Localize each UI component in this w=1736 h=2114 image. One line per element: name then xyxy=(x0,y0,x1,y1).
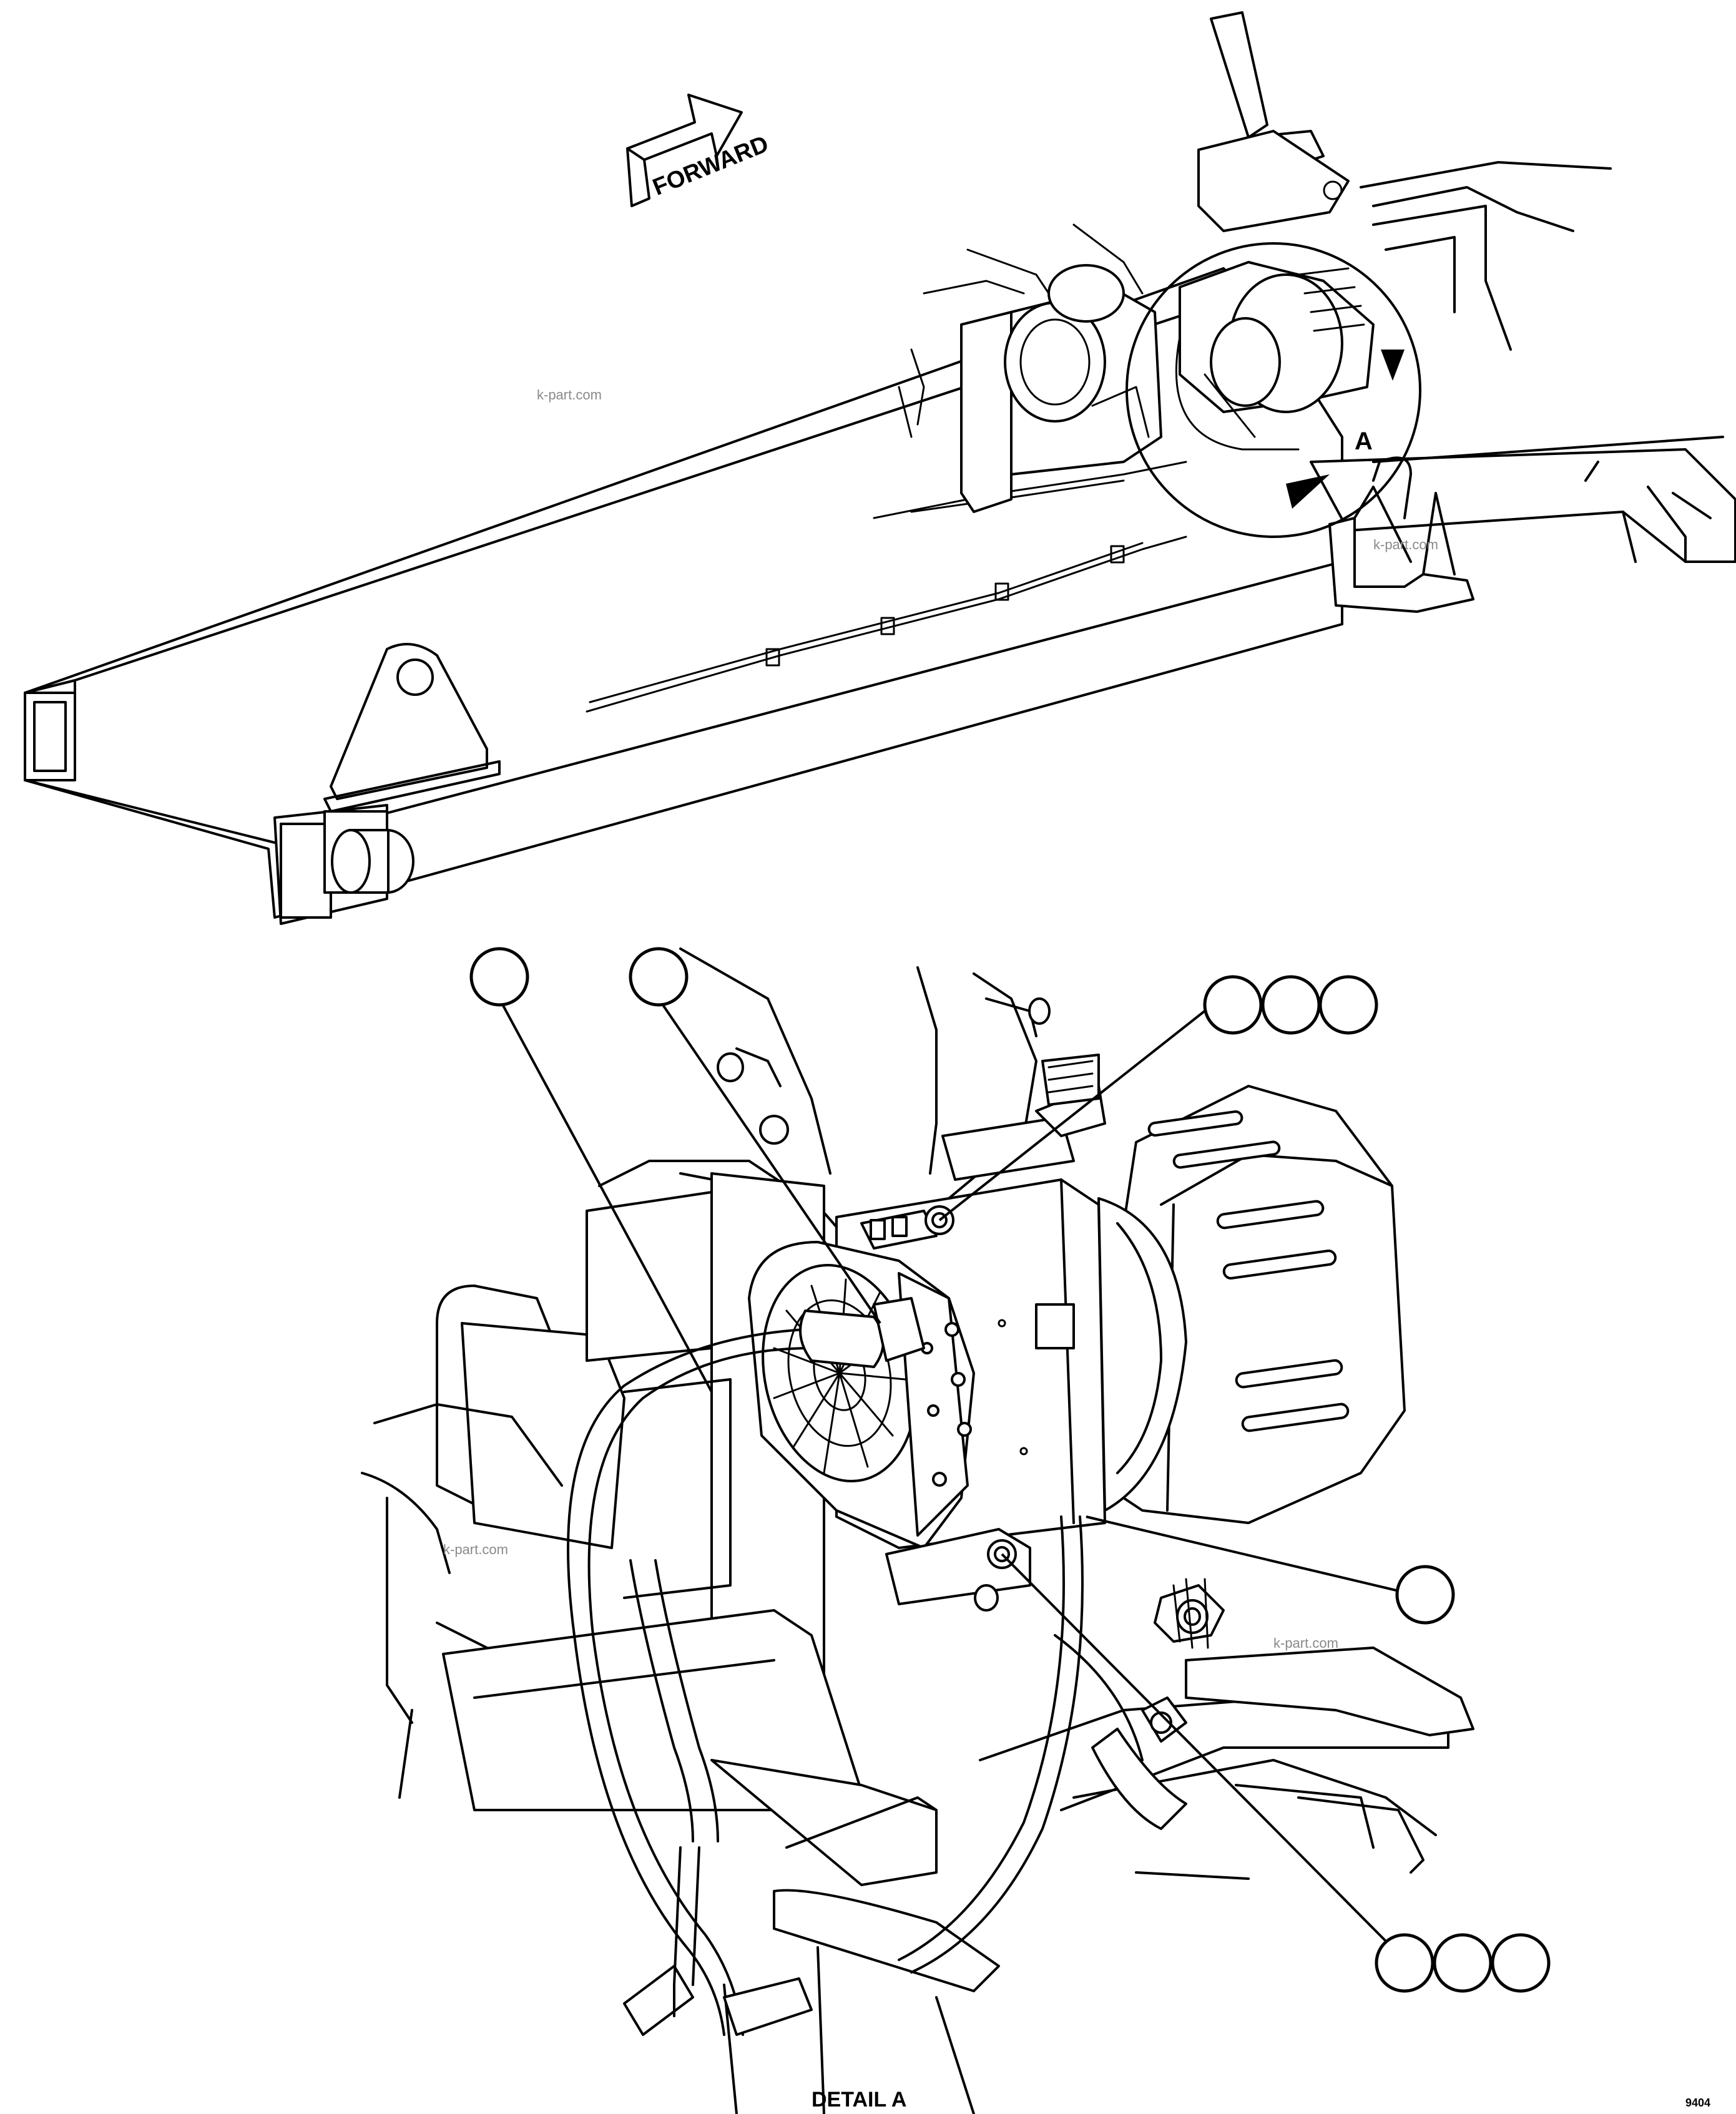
upper-frame-assembly xyxy=(898,11,1612,438)
overview-view: FORWARD xyxy=(24,11,1736,925)
callout-balloons xyxy=(469,947,1551,1993)
callout-balloon xyxy=(629,947,689,1007)
watermark: k-part.com xyxy=(537,387,602,403)
motor-mount-overview xyxy=(960,264,1162,513)
watermark: k-part.com xyxy=(1373,537,1438,552)
shroud-vent-slots xyxy=(1147,1110,1350,1432)
detail-title: DETAIL A xyxy=(812,2088,906,2112)
detail-a-marker: A xyxy=(1125,242,1421,538)
detail-a-view: k-part.com k-part.com DETAIL A 9404 xyxy=(361,947,1710,2114)
callout-balloon xyxy=(1318,975,1378,1035)
callout-balloon xyxy=(1491,1933,1551,1993)
lift-lug xyxy=(323,643,501,813)
upper-mount-bracket xyxy=(717,997,1106,1181)
callout-balloon xyxy=(1203,975,1263,1035)
end-mount-bracket xyxy=(273,804,414,925)
harness-lines xyxy=(586,461,1187,713)
wiring-harness xyxy=(567,1297,1187,2036)
callout-balloon xyxy=(1395,1565,1455,1625)
callout-balloon xyxy=(1375,1933,1434,1993)
callout-balloon xyxy=(1261,975,1321,1035)
callout-balloon xyxy=(469,947,529,1007)
callout-balloon xyxy=(1433,1933,1493,1993)
watermark: k-part.com xyxy=(1273,1635,1338,1651)
callout-leaders xyxy=(498,997,1402,1942)
lower-frame-members xyxy=(442,1609,1474,2114)
watermark: k-part.com xyxy=(443,1542,508,1557)
drawing-number: 9404 xyxy=(1685,2097,1710,2109)
forward-arrow: FORWARD xyxy=(626,94,772,207)
detail-ref-label: A xyxy=(1355,428,1373,455)
